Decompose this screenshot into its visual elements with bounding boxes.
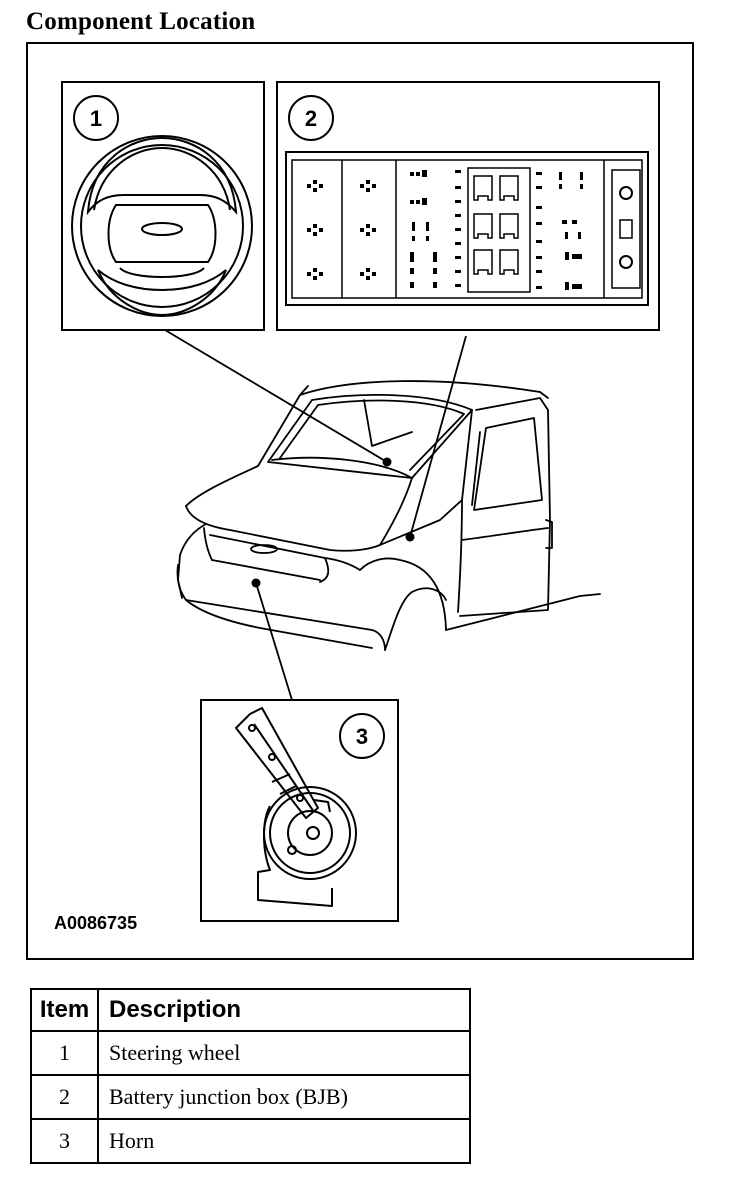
table-row: 2 Battery junction box (BJB) [30,1074,471,1120]
row-description: Horn [97,1118,471,1164]
legend-header-row: Item Description [30,988,471,1032]
table-row: 3 Horn [30,1118,471,1164]
vehicle-outline [176,380,601,651]
horn-icon [235,707,357,907]
steering-wheel-icon [71,135,253,317]
header-item: Item [30,988,99,1032]
component-location-diagram: 1 2 [26,42,694,960]
leader-lines [164,329,467,701]
diagram-frame [26,42,694,960]
locator-dot-2 [405,532,415,542]
header-description: Description [97,988,471,1032]
callout-3-label: 3 [356,724,368,749]
row-description: Battery junction box (BJB) [97,1074,471,1120]
row-item: 3 [30,1118,99,1164]
locator-dot-1 [382,457,392,467]
junction-box-fuse-grid [307,170,583,290]
table-row: 1 Steering wheel [30,1030,471,1076]
row-description: Steering wheel [97,1030,471,1076]
row-item: 1 [30,1030,99,1076]
page-title: Component Location [26,8,256,35]
legend-table: Item Description 1 Steering wheel 2 Batt… [30,988,471,1164]
figure-id: A0086735 [54,913,138,933]
callout-circle-3 [339,713,385,759]
callout-1-label: 1 [90,106,102,131]
junction-box-icon [285,151,649,306]
inset-steering-wheel: 1 [61,81,265,331]
inset-horn: 3 [200,699,399,922]
locator-dot-3 [251,578,261,588]
callout-2-label: 2 [305,106,317,131]
inset-battery-junction-box: 2 [276,81,660,331]
callout-circle-1 [73,95,119,141]
row-item: 2 [30,1074,99,1120]
callout-circle-2 [288,95,334,141]
junction-box-relays [473,175,519,275]
